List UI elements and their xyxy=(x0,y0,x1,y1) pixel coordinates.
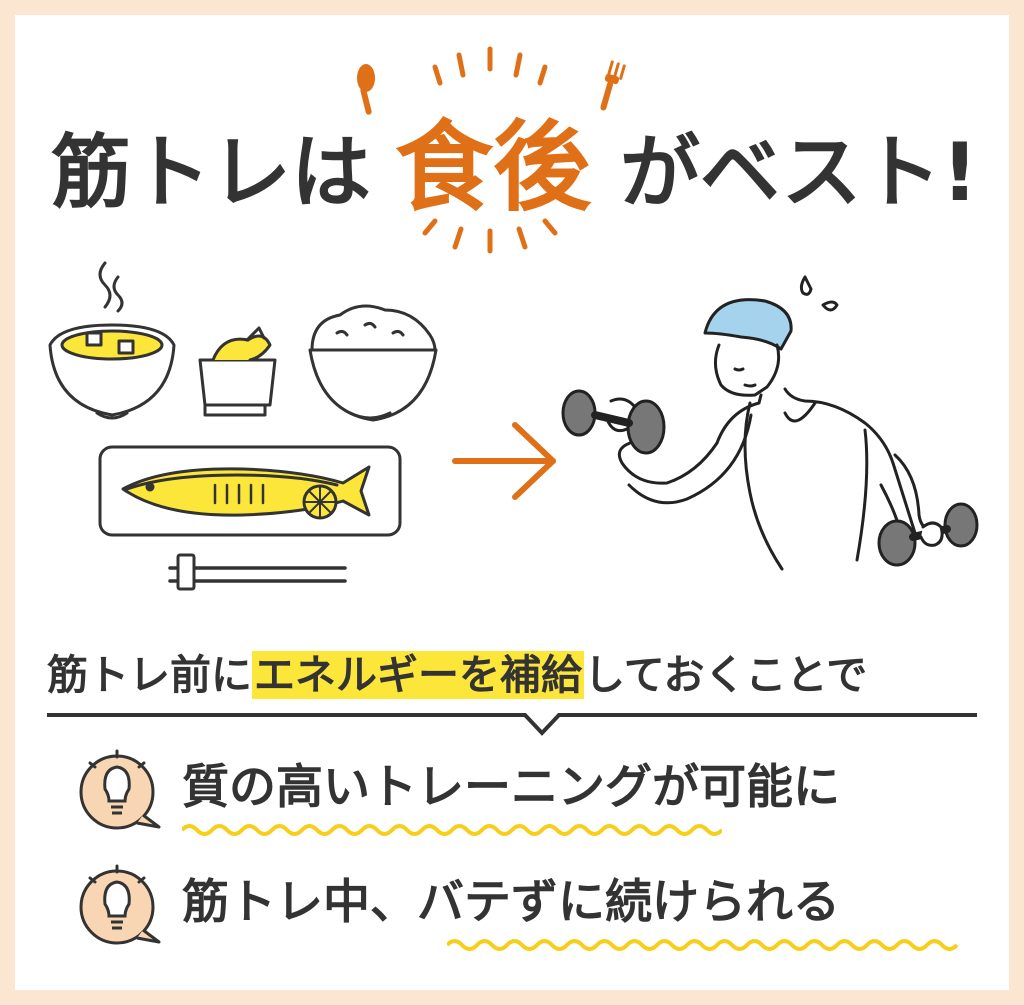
benefit-text: 筋トレ中、バテずに続けられる xyxy=(182,875,840,930)
headline-left: 筋トレは xyxy=(51,126,371,219)
speech-pointer-line xyxy=(47,713,977,736)
subtitle-highlight: エネルギーを補給 xyxy=(252,651,584,699)
subtitle-after: しておくことで xyxy=(584,651,868,699)
headline-emphasis: 食後 xyxy=(395,111,592,225)
underline-wave xyxy=(447,939,959,951)
arrow-right-icon xyxy=(452,422,556,500)
benefit-item: 質の高いトレーニングが可能に xyxy=(77,750,977,840)
spoon-icon xyxy=(357,64,375,115)
card: 筋トレは 食後 がベスト! 筋トレ前にエネルギーを補給しておくことで 質の高いト… xyxy=(15,15,1009,990)
headline: 筋トレは 食後 がベスト! xyxy=(15,115,1009,245)
headline-right: がベスト! xyxy=(620,126,979,219)
meal-illustration xyxy=(48,261,438,591)
benefit-item: 筋トレ中、バテずに続けられる xyxy=(77,865,977,955)
benefit-text: 質の高いトレーニングが可能に xyxy=(182,760,840,815)
subtitle-before: 筋トレ前に xyxy=(47,651,252,699)
underline-wave xyxy=(182,824,722,836)
fork-icon xyxy=(600,60,626,111)
subtitle: 筋トレ前にエネルギーを補給しておくことで xyxy=(47,645,867,705)
dumbbell-man-illustration xyxy=(561,275,979,571)
